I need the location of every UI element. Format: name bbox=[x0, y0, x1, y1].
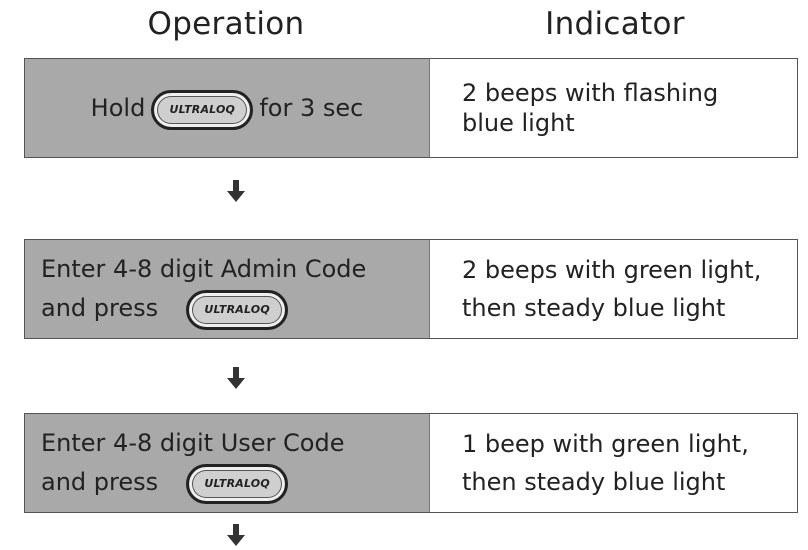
operation-text-press: and press bbox=[41, 468, 159, 496]
indicator-line: then steady blue light bbox=[462, 294, 726, 322]
indicator-line: then steady blue light bbox=[462, 468, 726, 496]
ultraloq-button-icon: ULTRALOQ bbox=[151, 90, 254, 130]
indicator-cell-1: 2 beeps with flashing blue light bbox=[430, 59, 797, 157]
step-row-3: Enter 4-8 digit User Code and press ULTR… bbox=[24, 413, 798, 513]
operation-header: Operation bbox=[147, 6, 305, 42]
button-label: ULTRALOQ bbox=[204, 477, 270, 490]
step-row-2: Enter 4-8 digit Admin Code and press ULT… bbox=[24, 239, 798, 339]
indicator-cell-3: 1 beep with green light, then steady blu… bbox=[430, 414, 797, 512]
operation-text-admin: Enter 4-8 digit Admin Code bbox=[41, 255, 367, 283]
button-label: ULTRALOQ bbox=[169, 103, 236, 116]
indicator-line: 2 beeps with green light, bbox=[462, 256, 762, 284]
indicator-line: blue light bbox=[462, 109, 575, 137]
down-arrow-icon bbox=[227, 524, 245, 546]
operation-text-duration: for 3 sec bbox=[259, 94, 364, 122]
step-row-1: Hold ULTRALOQ for 3 sec 2 beeps with fla… bbox=[24, 58, 798, 158]
ultraloq-button-icon: ULTRALOQ bbox=[186, 290, 289, 330]
down-arrow-icon bbox=[227, 180, 245, 202]
operation-cell-3: Enter 4-8 digit User Code and press ULTR… bbox=[25, 414, 430, 512]
operation-text-user: Enter 4-8 digit User Code bbox=[41, 429, 345, 457]
indicator-line: 1 beep with green light, bbox=[462, 430, 749, 458]
indicator-cell-2: 2 beeps with green light, then steady bl… bbox=[430, 240, 797, 338]
button-label: ULTRALOQ bbox=[204, 303, 270, 316]
operation-text-hold: Hold bbox=[90, 94, 146, 122]
indicator-header: Indicator bbox=[545, 6, 685, 42]
down-arrow-icon bbox=[227, 367, 245, 389]
operation-cell-2: Enter 4-8 digit Admin Code and press ULT… bbox=[25, 240, 430, 338]
ultraloq-button-icon: ULTRALOQ bbox=[186, 464, 289, 504]
operation-cell-1: Hold ULTRALOQ for 3 sec bbox=[25, 59, 430, 157]
operation-text-press: and press bbox=[41, 294, 159, 322]
indicator-line: 2 beeps with flashing bbox=[462, 79, 719, 107]
